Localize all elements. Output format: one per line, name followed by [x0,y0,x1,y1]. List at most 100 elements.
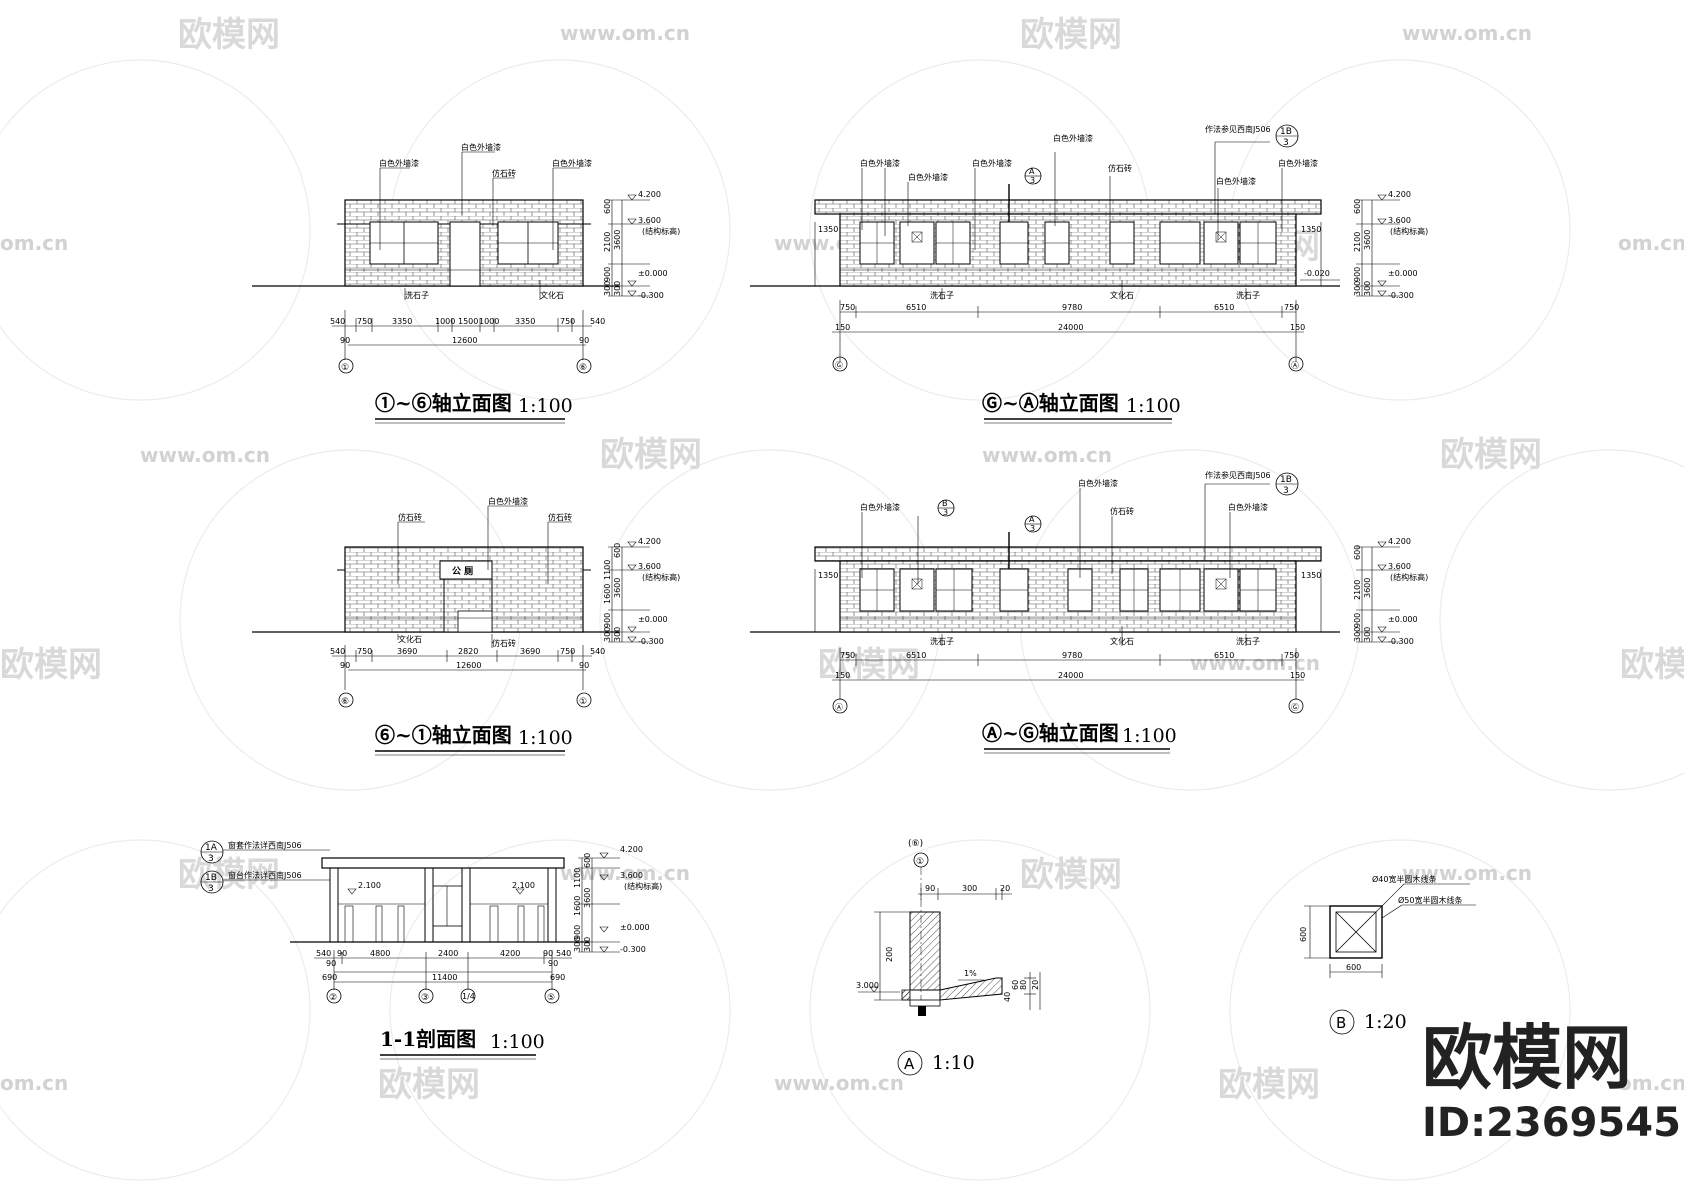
svg-text:300: 300 [613,281,622,296]
watermark-url-partial: om.cn [1618,1071,1684,1095]
level-minus: -0.300 [1388,291,1414,300]
drawing-title: 1-1剖面图 [380,1027,476,1051]
svg-text:3: 3 [943,508,948,517]
axis-marker: 1/4 [462,992,475,1001]
svg-text:600: 600 [1353,199,1362,214]
label-stone: 仿石砖 [398,512,422,522]
roof-slab [321,857,565,869]
svg-text:900: 900 [603,267,612,282]
watermark-logo: 欧模网 [1218,1065,1320,1105]
svg-text:60: 60 [1011,980,1020,990]
svg-text:150: 150 [835,323,850,332]
svg-text:40: 40 [1003,992,1012,1002]
watermark-logo: 欧模网 [178,15,280,55]
svg-text:1100: 1100 [603,560,612,580]
label-stone: 仿石砖 [1110,506,1134,516]
elevation-g-a: 白色外墙漆 白色外墙漆 白色外墙漆 白色外墙漆 仿石砖 作法参见西南J506 白… [750,124,1428,424]
svg-text:1500: 1500 [458,317,478,326]
axis-marker: ⑥ [579,363,587,373]
level-zero: ±0.000 [1388,615,1418,624]
slope: 1% [964,969,977,978]
svg-text:540: 540 [316,949,331,958]
label-paint: 白色外墙漆 [488,496,528,506]
parapet [814,546,1322,562]
svg-text:900: 900 [1353,613,1362,628]
vertical-dims: 600 3600 2100 900 300 300 [1353,545,1372,642]
label-culture-stone: 文化石 [1110,290,1134,300]
level-minus: -0.300 [620,945,646,954]
svg-text:3: 3 [208,884,214,894]
detail-a: (⑥) ① 90 300 20 3.000 200 1% 40 60 [856,839,1041,1076]
svg-text:1A: 1A [205,843,218,853]
svg-text:20: 20 [1000,884,1010,893]
eave-slab [939,977,1003,1001]
axis-marker: ② [329,993,337,1003]
level-zero: ±0.000 [1388,269,1418,278]
svg-text:750: 750 [840,303,855,312]
svg-text:6510: 6510 [906,651,926,660]
svg-text:540: 540 [590,647,605,656]
watermark-url: www.om.cn [1190,651,1320,675]
svg-text:3690: 3690 [397,647,417,656]
watermark-logo: 欧模网 [378,1065,480,1105]
svg-text:90: 90 [579,661,589,670]
label-stone: 仿石砖 [1108,163,1132,173]
level-zero: ±0.000 [638,615,668,624]
svg-text:540: 540 [556,949,571,958]
watermark-url: www.om.cn [140,443,270,467]
label-paint: 白色外墙漆 [908,172,948,182]
side-dim: 1350 [818,225,838,234]
label-paint: 白色外墙漆 [1053,133,1093,143]
axis-marker: ⑥ [341,697,349,707]
level-top: 4.200 [638,190,661,199]
svg-text:750: 750 [357,317,372,326]
watermark-layer: 欧模网 欧模网 欧模网 欧模网 欧模网 欧模网 欧模网 欧模网 欧模网 欧模网 … [0,15,1684,1181]
watermark-logo: 欧模网 [1440,435,1542,475]
axis-marker: Ⓐ [1291,361,1299,370]
svg-text:90: 90 [925,884,935,893]
drawing-scale: 1:100 [518,395,573,417]
level-side: -0.020 [1304,269,1330,278]
watermark-url: www.om.cn [1402,21,1532,45]
label-culture-stone: 文化石 [540,290,564,300]
svg-text:540: 540 [590,317,605,326]
svg-text:1000: 1000 [479,317,499,326]
svg-text:3600: 3600 [1363,578,1372,598]
svg-text:300: 300 [1363,627,1372,642]
total-dim: 24000 [1058,323,1083,332]
drawing-scale: 1:100 [518,727,573,749]
svg-text:9780: 9780 [1062,303,1082,312]
svg-text:6510: 6510 [1214,651,1234,660]
svg-text:750: 750 [1284,303,1299,312]
label-stone: 仿石砖 [548,512,572,522]
vertical-dims: 600 1100 3600 1600 900 300 300 [573,853,592,952]
elevation-1-6: 白色外墙漆 白色外墙漆 仿石砖 白色外墙漆 洗石子 文化石 4.200 3.60… [252,142,680,424]
svg-text:3: 3 [1283,138,1289,148]
watermark-url-partial: om.cn [0,231,68,255]
level-marker: 3.000 [856,981,879,990]
watermark-url: www.om.cn [560,21,690,45]
svg-text:2100: 2100 [603,232,612,252]
label-wash-stone: 洗石子 [930,290,954,300]
section-1-1: 2.100 2.100 1A3 窗套作法详西南J506 1B3 窗台作法详西南J… [200,840,662,1060]
watermark-urls: www.om.cn www.om.cn www.om.cn www.om.cn … [0,21,1684,1095]
watermark-url-partial: om.cn [0,1071,68,1095]
label-wash-stone: 洗石子 [1236,636,1260,646]
side-dim: 1350 [1301,225,1321,234]
svg-text:300: 300 [1353,281,1362,296]
level-minus: -0.300 [638,637,664,646]
room-height: 2.100 [512,881,535,890]
elevation-a-g: 白色外墙漆 白色外墙漆 仿石砖 作法参见西南J506 白色外墙漆 B3 A3 1… [750,470,1428,754]
label-paint: 白色外墙漆 [860,158,900,168]
detail-note: 窗台作法详西南J506 [228,870,302,880]
svg-text:A: A [1029,167,1035,176]
total-dim: 11400 [432,973,457,982]
svg-text:1B: 1B [1280,475,1292,485]
svg-text:1600: 1600 [603,584,612,604]
svg-text:300: 300 [962,884,977,893]
svg-text:1B: 1B [205,873,217,883]
